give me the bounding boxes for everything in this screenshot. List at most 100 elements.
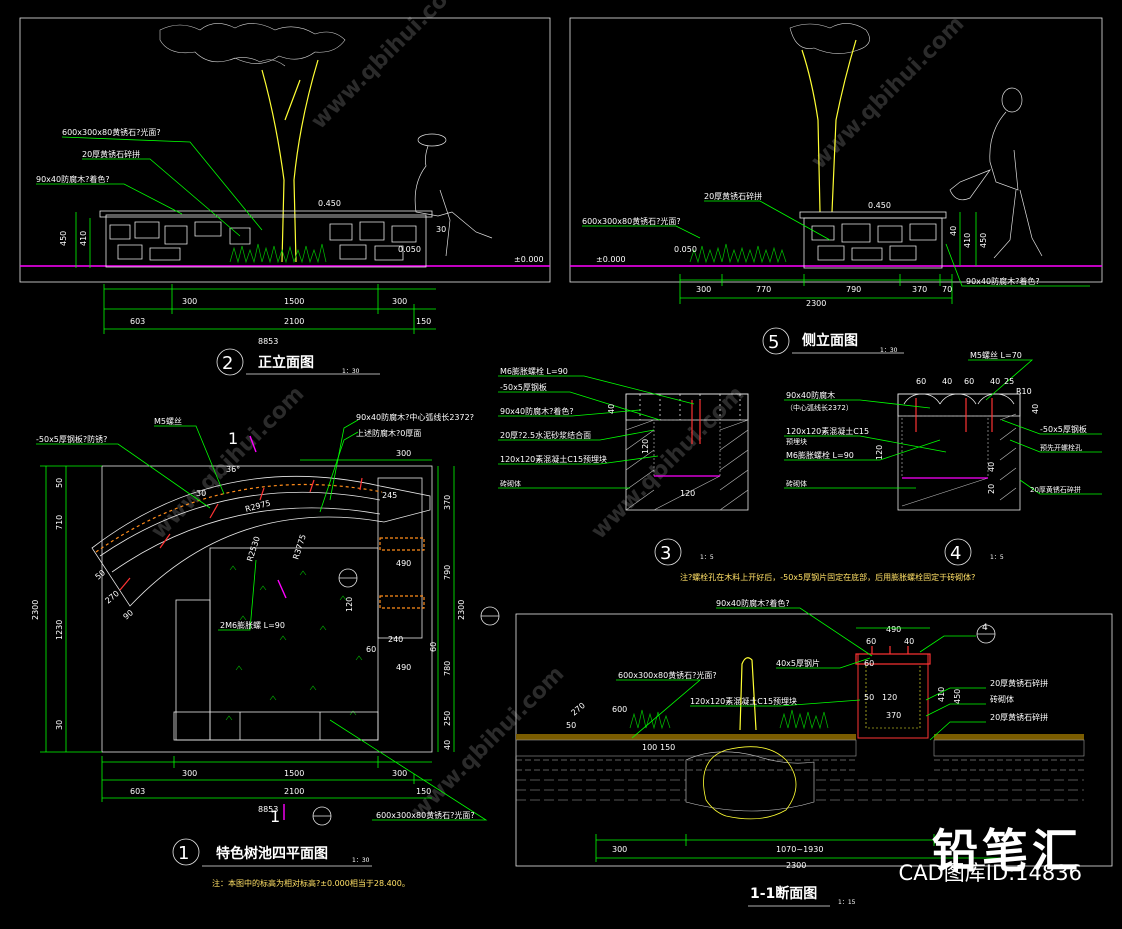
svg-text:120: 120 [345, 597, 354, 612]
detail-3: M6膨胀螺栓 L=90 -50x5厚钢板 90x40防腐木?着色? 20厚?2.… [498, 366, 749, 566]
svg-text:410: 410 [79, 231, 88, 246]
plan-section-mark-bottom: 1 [270, 807, 280, 826]
svg-text:-50x5厚钢板: -50x5厚钢板 [1040, 424, 1087, 434]
svg-text:50: 50 [55, 478, 64, 488]
svg-text:预埋块: 预埋块 [786, 437, 807, 446]
side-label-rubble: 20厚黄锈石碎拼 [704, 191, 762, 201]
svg-text:8853: 8853 [258, 337, 278, 346]
front-leaders [36, 136, 263, 237]
svg-text:2300: 2300 [457, 600, 466, 620]
svg-text:450: 450 [979, 233, 988, 248]
svg-text:3: 3 [660, 543, 671, 564]
svg-text:120: 120 [680, 489, 695, 498]
svg-text:50: 50 [864, 693, 874, 702]
svg-text:砖砌体: 砖砌体 [990, 694, 1014, 704]
svg-text:1230: 1230 [55, 620, 64, 640]
svg-text:40: 40 [949, 226, 958, 236]
side-elevation-frame [569, 17, 1103, 283]
svg-text:600x300x80黄锈石?光面?: 600x300x80黄锈石?光面? [618, 670, 717, 680]
front-label-stone-cap: 600x300x80黄锈石?光面? [62, 127, 161, 137]
plan-dims [40, 459, 455, 802]
brand-id-text: CAD图库ID:14836 [898, 861, 1082, 885]
svg-text:20厚黄锈石碎拼: 20厚黄锈石碎拼 [990, 678, 1048, 688]
plan-label-plate: -50x5厚钢板?防锈? [36, 434, 107, 444]
plan-section-mark-top: 1 [228, 429, 238, 448]
detail-4: M5螺丝 L=70 90x40防腐木 （中心弧线长2372） 120x120素混… [784, 350, 1102, 566]
svg-text:20厚黄锈石碎拼: 20厚黄锈石碎拼 [990, 712, 1048, 722]
svg-text:60: 60 [864, 659, 874, 668]
side-label-stone-cap: 600x300x80黄锈石?光面? [582, 216, 681, 226]
svg-text:370: 370 [912, 285, 927, 294]
plan-label-timber-face: 上述防腐木?0厚面 [356, 428, 421, 438]
svg-text:30: 30 [196, 489, 206, 498]
svg-text:300: 300 [182, 297, 197, 306]
planter-wall [99, 210, 433, 268]
side-shrubs [689, 243, 787, 264]
svg-text:790: 790 [846, 285, 861, 294]
svg-text:603: 603 [130, 317, 145, 326]
side-tree [789, 23, 870, 213]
plan-note: 注：本图中的标高为相对标高?±0.000相当于28.400。 [212, 878, 410, 888]
plan-leaders [36, 419, 488, 821]
svg-text:490: 490 [396, 559, 411, 568]
svg-text:R10: R10 [1016, 387, 1032, 396]
svg-text:（中心弧线长2372）: （中心弧线长2372） [786, 403, 853, 412]
svg-text:60: 60 [429, 642, 438, 652]
svg-text:1: 1 [178, 843, 189, 864]
svg-text:1070~1930: 1070~1930 [776, 845, 823, 854]
side-planter [799, 211, 947, 269]
side-title: 侧立面图 [802, 332, 858, 349]
svg-text:0.450: 0.450 [868, 201, 891, 210]
plan-title: 特色树池四平面图 [216, 845, 328, 862]
section-tree [739, 657, 757, 731]
svg-text:4: 4 [950, 543, 961, 564]
svg-text:4: 4 [982, 623, 988, 633]
front-elev-ground: ±0.000 [514, 255, 544, 264]
side-dims [679, 212, 977, 304]
svg-text:150: 150 [660, 743, 675, 752]
detail3-leaders [498, 375, 695, 489]
svg-text:780: 780 [443, 661, 452, 676]
svg-text:490: 490 [886, 625, 901, 634]
svg-text:120: 120 [641, 439, 650, 454]
svg-text:710: 710 [55, 515, 64, 530]
seated-figure [414, 133, 493, 257]
section-1-1: 90x40防腐木?着色? 40x5厚钢片 600x300x80黄锈石?光面? 1… [515, 598, 1113, 907]
svg-text:250: 250 [443, 711, 452, 726]
svg-text:20厚?2.5水泥砂浆结合面: 20厚?2.5水泥砂浆结合面 [500, 430, 591, 440]
svg-text:20厚黄锈石碎拼: 20厚黄锈石碎拼 [1030, 485, 1081, 494]
svg-text:490: 490 [396, 663, 411, 672]
front-elevation: 600x300x80黄锈石?光面? 20厚黄锈石碎拼 90x40防腐木?着色? … [19, 17, 551, 376]
svg-text:120: 120 [875, 445, 884, 460]
plan-planting-pattern [225, 565, 363, 721]
svg-text:120x120素混凝土C15: 120x120素混凝土C15 [786, 426, 869, 436]
plan-detail-callout [312, 568, 500, 826]
plan-curved-bench [91, 475, 431, 609]
svg-text:300: 300 [696, 285, 711, 294]
front-label-rubble: 20厚黄锈石碎拼 [82, 149, 140, 159]
svg-text:120x120素混凝土C15预埋块: 120x120素混凝土C15预埋块 [500, 454, 607, 464]
side-leaders [582, 200, 1090, 287]
svg-text:1：5: 1：5 [700, 554, 714, 561]
svg-text:410: 410 [963, 233, 972, 248]
svg-text:70: 70 [942, 285, 952, 294]
svg-text:M6膨胀螺栓 L=90: M6膨胀螺栓 L=90 [500, 366, 568, 376]
svg-text:-50x5厚钢板: -50x5厚钢板 [500, 382, 547, 392]
svg-text:300: 300 [392, 297, 407, 306]
svg-text:5: 5 [768, 332, 779, 353]
svg-text:40: 40 [942, 377, 952, 386]
svg-text:60: 60 [366, 645, 376, 654]
svg-text:410: 410 [937, 687, 946, 702]
svg-text:60: 60 [916, 377, 926, 386]
svg-text:M5螺丝 L=70: M5螺丝 L=70 [970, 350, 1022, 360]
svg-text:300: 300 [392, 769, 407, 778]
svg-text:1：30: 1：30 [880, 347, 898, 354]
svg-text:603: 603 [130, 787, 145, 796]
plan-label-stone: 600x300x80黄锈石?光面? [376, 810, 475, 820]
front-elev-right: 30 [436, 225, 446, 234]
svg-text:770: 770 [756, 285, 771, 294]
svg-text:2100: 2100 [284, 317, 304, 326]
side-title-block: 5 侧立面图 1：30 [762, 327, 904, 355]
section-leaders [616, 607, 986, 741]
svg-text:砖砌体: 砖砌体 [786, 479, 807, 488]
